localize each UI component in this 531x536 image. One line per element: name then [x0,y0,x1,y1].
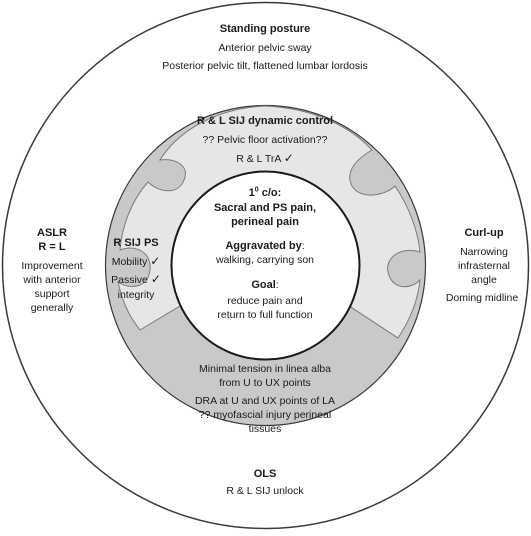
complaint-sup: 0 [254,186,259,194]
aggravated-label: Aggravated by [225,240,302,252]
mobility-label: Mobility [111,256,148,268]
aslr-result: R = L [38,241,66,253]
linea-alba-line2: from U to UX points [219,377,311,389]
goal-line1: reduce pain and [227,295,303,307]
linea-alba-line1: Minimal tension in linea alba [199,363,331,375]
complaint-base: 1 [248,187,255,199]
passive-check-icon: ✓ [150,272,161,286]
aggravated-colon: : [301,240,305,252]
goal-label: Goal [251,279,276,291]
standing-posture-line1: Anterior pelvic sway [218,42,312,54]
curl-up-line3: angle [471,274,497,286]
r-sij-ps-title: R SIJ PS [113,237,159,249]
complaint-line2: perineal pain [231,216,299,228]
aslr-title: ASLR [37,227,67,239]
sij-dynamic-control-title: R & L SIJ dynamic control [196,115,334,127]
tra-label: R & L TrA [236,153,281,165]
standing-posture-line2: Posterior pelvic tilt, flattened lumbar … [162,60,368,72]
inner-circle [170,170,361,361]
goal-heading: Goal: [190,278,340,292]
curl-up-line4: Doming midline [445,292,519,304]
goal-colon: : [275,279,279,291]
passive-label: Passive [111,274,148,286]
aslr-line1: Improvement [21,260,83,272]
myofascial-line1: ?? myofascial injury perineal [198,409,332,421]
aslr-line3: support [34,288,70,300]
mobility-line: Mobility ✓ [94,254,178,269]
aggravated-value: walking, carrying son [215,254,315,266]
aggravated-heading: Aggravated by: [190,239,340,253]
tra-line: R & L TrA ✓ [205,151,325,166]
myofascial-line2: tissues [248,423,282,435]
curl-up-line1: Narrowing [460,246,508,258]
mobility-check-icon: ✓ [150,254,161,268]
dra-line: DRA at U and UX points of LA [194,395,336,407]
ols-line1: R & L SIJ unlock [226,485,304,497]
tra-check-icon: ✓ [283,151,294,165]
ols-title: OLS [253,468,277,480]
curl-up-line2: infrasternal [458,260,510,272]
integrity-line: integrity [117,289,155,301]
standing-posture-title: Standing posture [219,23,311,35]
pelvic-floor-line: ?? Pelvic floor activation?? [202,134,328,146]
aslr-line4: generally [30,302,74,314]
complaint-heading: 10 c/o: [195,186,335,200]
goal-line2: return to full function [217,309,313,321]
complaint-line1: Sacral and PS pain, [213,202,317,214]
complaint-suffix: c/o: [258,187,282,199]
aslr-line2: with anterior [23,274,81,286]
passive-line: Passive ✓ [94,272,178,287]
curl-up-title: Curl-up [464,227,504,239]
